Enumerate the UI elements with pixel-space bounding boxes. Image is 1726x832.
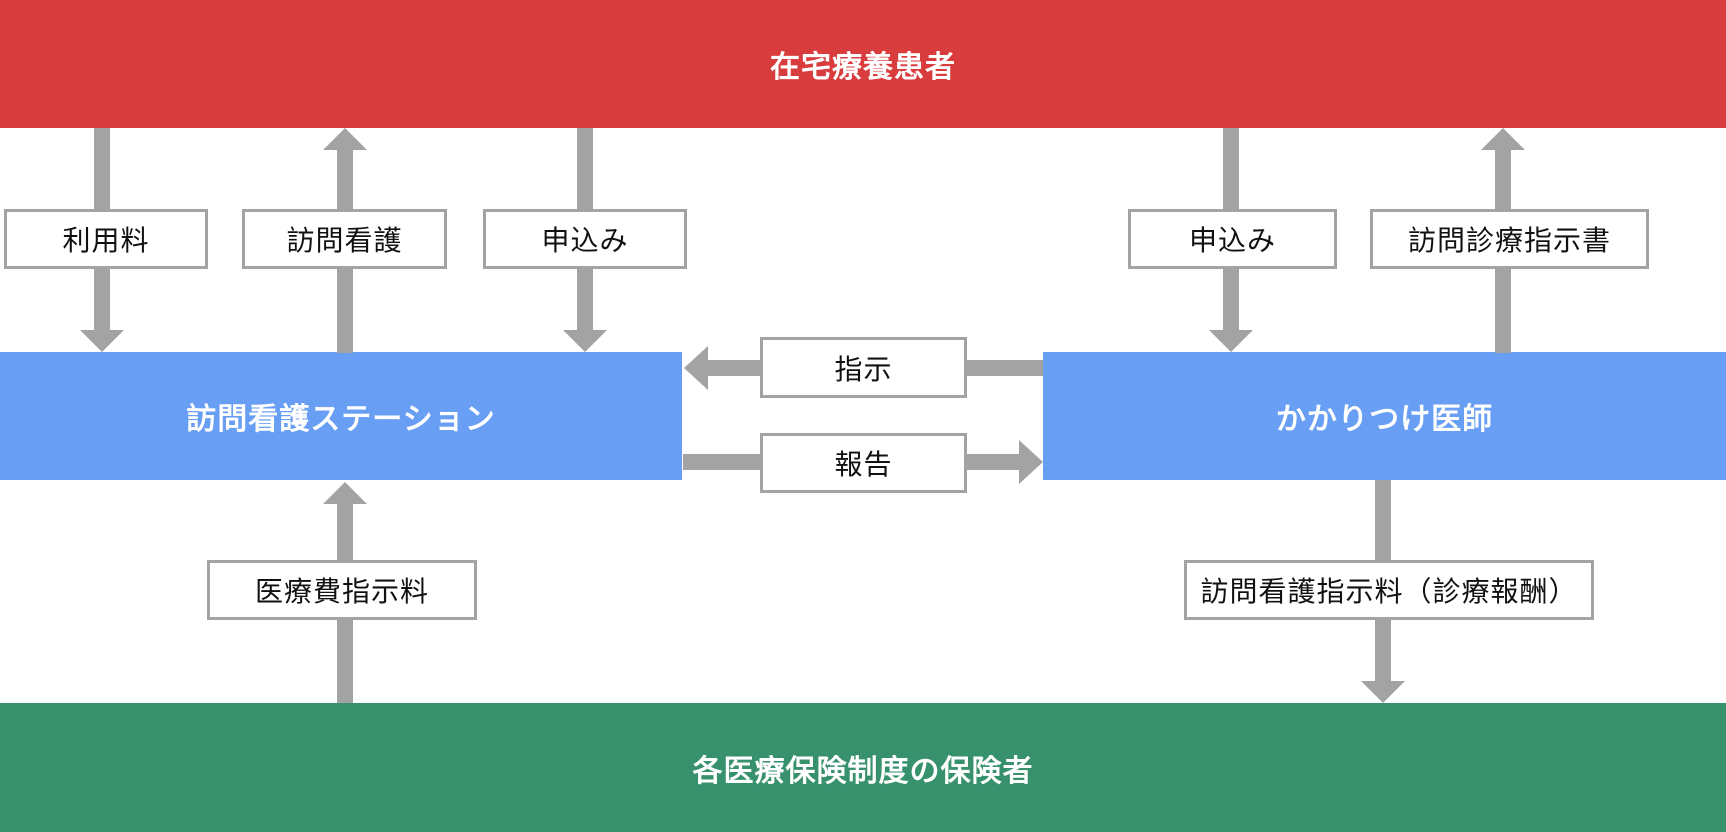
arrow-medical-fee-instruction-fee-arrowhead-up-icon <box>323 482 367 504</box>
node-visiting-nursing-station-label: 訪問看護ステーション <box>186 403 496 436</box>
label-box-instruction: 指示 <box>760 337 967 398</box>
arrow-visiting-care-instruction-doc-arrowhead-up-icon <box>1481 128 1525 150</box>
label-box-visiting-nursing-instruction-fee: 訪問看護指示料（診療報酬） <box>1184 560 1594 620</box>
arrow-application-right-arrowhead-down-icon <box>1209 330 1253 352</box>
label-visiting-nursing: 訪問看護 <box>286 225 403 256</box>
node-family-doctor: かかりつけ医師 <box>1043 352 1726 480</box>
node-insurers: 各医療保険制度の保険者 <box>0 703 1726 832</box>
arrow-visiting-nursing-arrowhead-up-icon <box>323 128 367 150</box>
label-visiting-care-instruction-doc: 訪問診療指示書 <box>1407 225 1611 256</box>
node-home-care-patient-label: 在宅療養患者 <box>770 51 956 84</box>
label-application-right: 申込み <box>1188 225 1276 256</box>
label-box-application-left: 申込み <box>483 209 687 269</box>
arrow-instruction-arrowhead-left-icon <box>684 346 708 390</box>
label-instruction: 指示 <box>834 353 893 385</box>
arrow-visiting-nursing-instruction-fee-arrowhead-down-icon <box>1361 681 1405 703</box>
label-application-left: 申込み <box>541 225 629 256</box>
arrow-report-arrowhead-right-icon <box>1019 440 1043 484</box>
label-box-report: 報告 <box>760 433 967 493</box>
label-box-visiting-nursing: 訪問看護 <box>242 209 447 269</box>
node-family-doctor-label: かかりつけ医師 <box>1275 403 1494 436</box>
arrow-usage-fee-arrowhead-down-icon <box>80 330 124 352</box>
label-box-visiting-care-instruction-doc: 訪問診療指示書 <box>1370 209 1649 269</box>
label-box-medical-fee-instruction-fee: 医療費指示料 <box>207 560 477 620</box>
node-visiting-nursing-station: 訪問看護ステーション <box>0 352 682 480</box>
label-visiting-nursing-instruction-fee: 訪問看護指示料（診療報酬） <box>1200 576 1578 607</box>
label-report: 報告 <box>834 449 893 480</box>
arrow-application-left-arrowhead-down-icon <box>563 330 607 352</box>
label-box-usage-fee: 利用料 <box>4 209 208 269</box>
node-insurers-label: 各医療保険制度の保険者 <box>692 754 1034 788</box>
node-home-care-patient: 在宅療養患者 <box>0 0 1726 128</box>
label-box-application-right: 申込み <box>1128 209 1337 269</box>
label-usage-fee: 利用料 <box>62 225 150 256</box>
label-medical-fee-instruction-fee: 医療費指示料 <box>254 576 429 607</box>
